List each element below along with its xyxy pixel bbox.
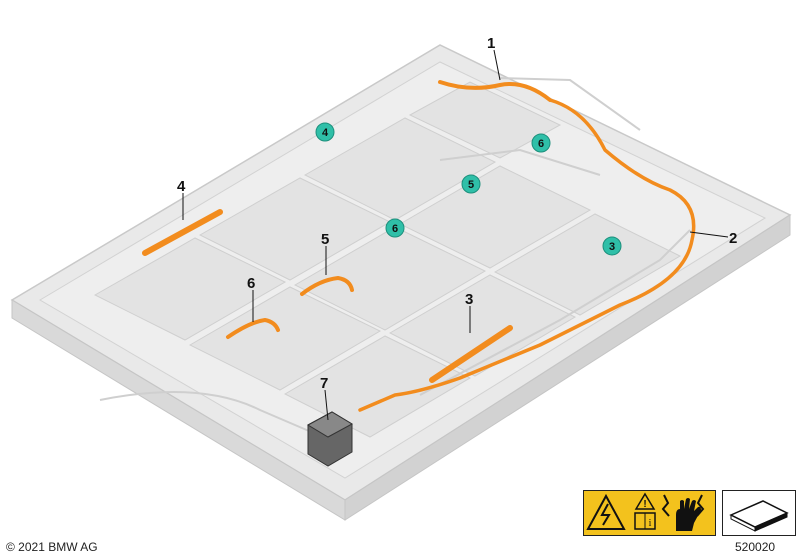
part-7-connector — [306, 411, 354, 467]
drawing-number: 520020 — [735, 540, 776, 554]
installation-position-icon — [729, 500, 789, 532]
read-manual-icon: ! i — [634, 492, 656, 530]
ref-circle-4: 4 — [322, 127, 329, 139]
callout-2: 2 — [729, 230, 737, 247]
cable-2 — [358, 98, 696, 412]
callout-4: 4 — [177, 178, 186, 195]
warning-panel: ! i — [583, 490, 716, 536]
callout-1: 1 — [487, 35, 495, 52]
ref-circle-6-mid: 6 — [392, 223, 398, 235]
callout-3: 3 — [465, 291, 473, 308]
svg-text:i: i — [649, 518, 652, 529]
cable-1 — [438, 80, 552, 102]
protective-glove-icon — [661, 494, 705, 531]
copyright-notice: © 2021 BMW AG — [6, 540, 98, 554]
callout-5: 5 — [321, 231, 329, 248]
ref-circle-3: 3 — [609, 241, 615, 253]
leader-lines — [182, 49, 729, 421]
reference-circles: 4 5 6 6 3 — [315, 122, 622, 256]
installation-reference-panel — [722, 490, 796, 536]
cable-3 — [429, 325, 513, 383]
cable-4 — [142, 209, 223, 256]
ref-circle-6-top: 6 — [538, 138, 544, 150]
hv-cables — [142, 80, 696, 412]
callout-7: 7 — [320, 375, 328, 392]
callout-6: 6 — [247, 275, 255, 292]
battery-housing — [10, 44, 792, 521]
high-voltage-warning-icon — [586, 493, 626, 530]
cable-5 — [300, 276, 354, 296]
ref-circle-5: 5 — [468, 179, 474, 191]
cable-6 — [226, 318, 280, 339]
svg-text:!: ! — [643, 499, 646, 510]
